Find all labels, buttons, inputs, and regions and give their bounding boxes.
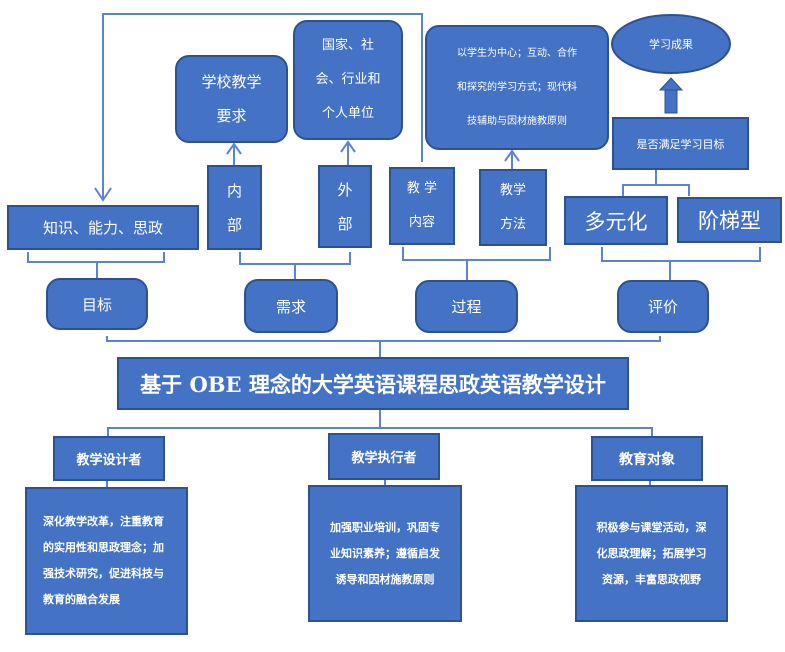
page-title: 基于 OBE 理念的大学英语课程思政英语教学设计 [140,371,606,397]
teaching-content-box: 教 学 内容 [389,167,455,245]
up-arrow-head [658,77,684,91]
school-requirements-box: 学校教学 要求 [175,55,288,143]
goal-knowledge-box: 知识、能力、思政 [7,205,199,250]
external-box: 外 部 [318,165,372,248]
meet-goal-box: 是否满足学习目标 [612,117,749,170]
category-process: 过程 [415,280,518,333]
diverse-box: 多元化 [564,196,668,245]
category-goal: 目标 [46,278,148,330]
outcome-label: 学习成果 [649,38,693,51]
executor-detail: 加强职业培训，巩固专 业知识素养；遵循启发 诱导和因材施教原则 [308,485,462,622]
internal-box: 内 部 [207,165,262,250]
label: 教育对象 [619,451,675,468]
label: 过程 [451,298,482,316]
up-arrow-shaft [664,87,678,114]
arrow-head [94,187,112,202]
role-executor: 教学执行者 [328,433,440,480]
feedback-line [102,13,423,198]
label: 目标 [81,295,112,314]
label: 多元化 [584,209,648,234]
main-title-box: 基于 OBE 理念的大学英语课程思政英语教学设计 [117,357,629,410]
society-requirements-box: 国家、社 会、行业和 个人单位 [293,20,403,140]
learner-detail: 积极参与课堂活动，深 化思政理解；拓展学习 资源，丰富思政视野 [575,485,728,622]
label: 知识、能力、思政 [42,219,163,237]
label: 阶梯型 [698,209,761,233]
method-detail-box: 以学生为中心；互动、合作 和探究的学习方式；现代科 技辅助与因材施教原则 [425,25,609,150]
label: 教学设计者 [76,453,142,468]
label: 教学执行者 [351,451,417,466]
category-evaluation: 评价 [617,280,709,333]
label: 需求 [275,297,306,316]
category-needs: 需求 [244,279,338,333]
outcome-ellipse [611,14,731,74]
designer-detail: 深化教学改革，注重教育 的实用性和思政理念；加 强技术研究，促进科技与 教育的融… [25,487,188,635]
role-learner: 教育对象 [591,436,703,481]
teaching-method-box: 教学 方法 [479,169,547,246]
label: 是否满足学习目标 [636,137,725,151]
tiered-box: 阶梯型 [677,197,782,243]
label: 评价 [647,298,678,316]
role-designer: 教学设计者 [53,436,165,481]
